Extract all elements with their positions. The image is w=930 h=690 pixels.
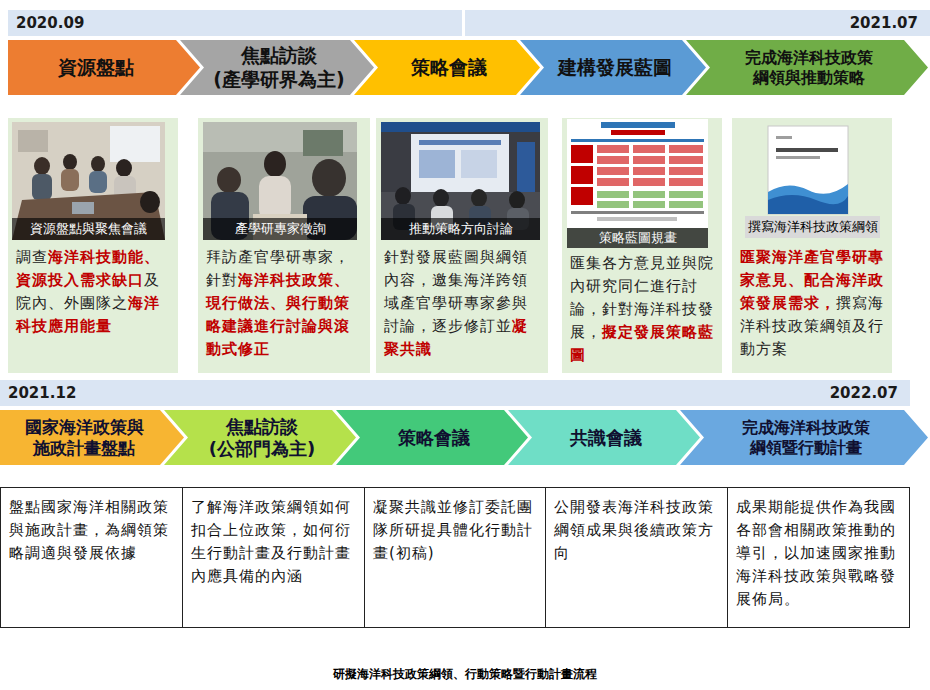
chevron-text-area: 建構發展藍圖 [546,40,684,95]
stage-title: 焦點訪談 (公部門為主) [194,416,330,460]
chevron-text-area: 資源盤點 [14,40,178,95]
description-cell: 了解海洋政策綱領如何扣合上位政策，如何衍生行動計畫及行動計畫內應具備的內涵 [182,487,365,628]
highlight-text: 匯聚海洋產官學研專家意見、配合海洋政策發展需求， [740,248,884,312]
chevron-text-area: 完成海洋科技政策綱領與推動策略 [712,40,906,95]
stage-title: 國家海洋政策與施政計畫盤點 [22,417,147,458]
stage-chevron: 國家海洋政策與施政計畫盤點 [0,410,184,465]
figure-caption: 研擬海洋科技政策綱領、行動策略暨行動計畫流程 [0,666,930,683]
chevron-fill [8,40,200,95]
cell-text: 盤點國家海洋相關政策與施政計畫，為綱領策略調適與發展依據 [9,496,174,565]
photo-caption: 撰寫海洋科技政策綱領 [745,216,880,238]
caption-text: 撰寫海洋科技政策綱領 [748,218,878,236]
stage-title: 策略會議 [411,56,487,79]
description-cell: 凝聚共識並修訂委託團隊所研提具體化行動計畫(初稿) [364,487,546,628]
chevron-fill [508,410,700,465]
stage-title: 焦點訪談 (產學研界為主) [209,44,349,90]
stage-chevron: 資源盤點 [8,40,200,95]
stage-title: 資源盤點 [58,56,134,79]
timeline-band: 2020.09 2021.07 [8,10,930,36]
panel-body-text: 調查海洋科技動能、資源投入需求缺口及院內、外團隊之海洋科技應用能量 [16,246,170,338]
date-label: 2021.07 [850,14,918,32]
stage-chevron: 完成海洋科技政策綱領與推動策略 [686,40,928,95]
caption-text: 策略藍圖規畫 [599,229,677,247]
cell-text: 凝聚共識並修訂委託團隊所研提具體化行動計畫(初稿) [373,496,537,565]
stage-chevron: 共識會議 [508,410,700,465]
date-label: 2020.09 [16,14,84,32]
step-panel: 調查海洋科技動能、資源投入需求缺口及院內、外團隊之海洋科技應用能量 資源盤點與聚焦… [8,118,178,373]
stage-chevron: 建構發展藍圖 [520,40,706,95]
timeline-band: 2021.12 2022.07 [0,380,910,406]
chevron-fill [520,40,706,95]
highlight-text: 擬定發展策略藍圖 [570,323,714,364]
chevron-fill [164,410,356,465]
description-cell: 成果期能提供作為我國各部會相關政策推動的導引，以加速國家推動海洋科技政策與戰略發… [727,487,910,628]
panel-body-text: 匯集各方意見並與院內研究同仁進行討論，針對海洋科技發展，擬定發展策略藍圖 [570,252,714,367]
stage-title: 共識會議 [570,427,642,449]
chevron-fill [0,410,184,465]
photo-caption: 策略藍圖規畫 [567,228,708,248]
chevron-text-area: 焦點訪談 (公部門為主) [190,410,334,465]
panel-body-text: 匯聚海洋產官學研專家意見、配合海洋政策發展需求，撰寫海洋科技政策綱領及行動方案 [740,246,884,361]
date-label: 2021.12 [8,384,76,402]
description-cell: 盤點國家海洋相關政策與施政計畫，為綱領策略調適與發展依據 [0,487,183,628]
chevron-fill [354,40,540,95]
highlight-text: 海洋科技動能、資源投入需求缺口 [16,248,160,289]
chevron-text-area: 策略會議 [380,40,518,95]
step-panel: 拜訪產官學研專家，針對海洋科技政策、現行做法、與行動策略建議進行討論與滾動式修正… [198,118,370,373]
chevron-fill [680,410,928,465]
date-label: 2022.07 [830,384,898,402]
chevron-text-area: 共識會議 [534,410,678,465]
step-panel: 匯聚海洋產官學研專家意見、配合海洋政策發展需求，撰寫海洋科技政策綱領及行動方案 撰… [732,118,892,373]
stage-chevron: 完成海洋科技政策綱領暨行動計畫 [680,410,928,465]
caption-text: 產學研專家徵詢 [235,220,326,238]
caption-text: 推動策略方向討論 [409,220,513,238]
photo-caption: 推動策略方向討論 [381,218,540,240]
band-divider [462,10,465,36]
photo-caption: 產學研專家徵詢 [203,218,357,240]
stage-chevron: 焦點訪談 (公部門為主) [164,410,356,465]
chevron-text-area: 完成海洋科技政策綱領暨行動計畫 [706,410,906,465]
stage-title: 建構發展藍圖 [558,56,672,79]
highlight-text: 海洋科技政策、現行做法、與行動策略建議進行討論與滾動式修正 [206,271,350,358]
step-panel: 針對發展藍圖與綱領內容，邀集海洋跨領域產官學研專家參與討論，逐步修訂並凝聚共識 推… [376,118,548,373]
stage-title: 完成海洋科技政策綱領暨行動計畫 [739,418,873,457]
highlight-text: 凝聚共識 [384,317,528,358]
cell-text: 公開發表海洋科技政策綱領成果與後續政策方向 [554,496,719,565]
caption-text: 資源盤點與聚焦會議 [30,220,147,238]
highlight-text: 海洋科技應用能量 [16,294,160,335]
panel-body-text: 拜訪產官學研專家，針對海洋科技政策、現行做法、與行動策略建議進行討論與滾動式修正 [206,246,362,361]
photo-caption: 資源盤點與聚焦會議 [12,218,165,240]
blueprint-image [567,119,708,228]
chevron-fill [336,410,528,465]
stage-chevron: 焦點訪談 (產學研界為主) [180,40,374,95]
cell-text: 成果期能提供作為我國各部會相關政策推動的導引，以加速國家推動海洋科技政策與戰略發… [736,496,901,611]
chevron-fill [686,40,928,95]
chevron-text-area: 國家海洋政策與施政計畫盤點 [6,410,162,465]
cell-text: 了解海洋政策綱領如何扣合上位政策，如何衍生行動計畫及行動計畫內應具備的內涵 [191,496,356,588]
chevron-text-area: 焦點訪談 (產學研界為主) [206,40,352,95]
panel-body-text: 針對發展藍圖與綱領內容，邀集海洋跨領域產官學研專家參與討論，逐步修訂並凝聚共識 [384,246,540,361]
chevron-fill [180,40,374,95]
step-panel: 匯集各方意見並與院內研究同仁進行討論，針對海洋科技發展，擬定發展策略藍圖 策略藍圖… [562,118,722,373]
stage-chevron: 策略會議 [336,410,528,465]
chevron-text-area: 策略會議 [362,410,506,465]
description-cell: 公開發表海洋科技政策綱領成果與後續政策方向 [545,487,728,628]
stage-chevron: 策略會議 [354,40,540,95]
stage-title: 策略會議 [398,427,470,449]
report-cover-image [732,118,892,218]
stage-title: 完成海洋科技政策綱領與推動策略 [743,48,875,87]
